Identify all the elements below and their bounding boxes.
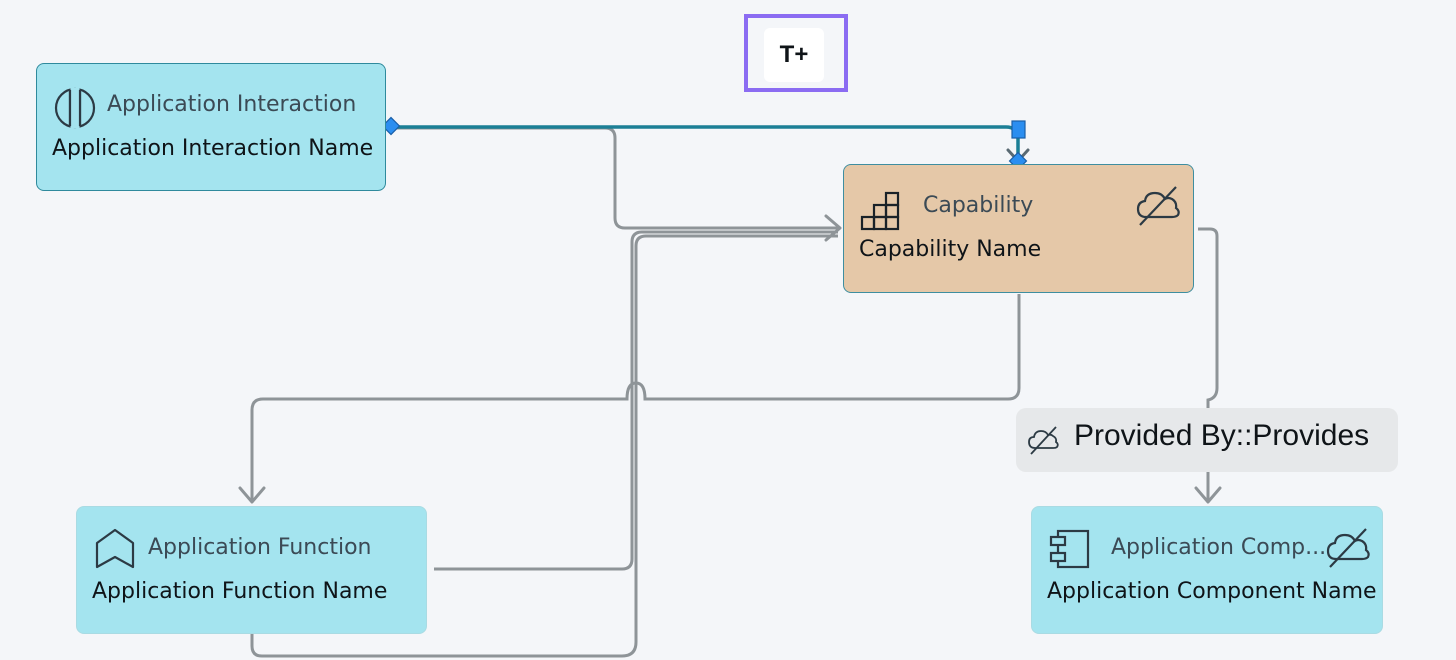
application-component-icon — [1048, 527, 1094, 575]
text-plus-tool[interactable]: T+ — [744, 14, 848, 92]
node-name[interactable]: Application Component Name — [1047, 579, 1377, 604]
capability-icon — [860, 187, 906, 235]
edge-capability-to-function[interactable] — [250, 294, 1021, 500]
cloud-off-icon[interactable] — [1324, 525, 1372, 573]
relationship-label[interactable]: Provided By::Provides — [1016, 408, 1398, 472]
node-type-label: Application Function — [148, 535, 372, 560]
edge-function-bottom-loop[interactable] — [250, 234, 838, 658]
application-function-icon — [93, 527, 139, 575]
edge-function-to-capability[interactable] — [434, 230, 838, 571]
node-capability[interactable]: Capability Capability Name — [843, 164, 1194, 293]
node-type-label: Application Comp... — [1111, 535, 1327, 560]
edge-midpoint-handle[interactable] — [1011, 120, 1026, 139]
node-type-label: Application Interaction — [107, 92, 357, 117]
relationship-label-text: Provided By::Provides — [1074, 419, 1370, 452]
edge-arrowhead — [1194, 486, 1222, 504]
selected-edge[interactable] — [392, 125, 1020, 162]
cloud-off-icon — [1026, 424, 1060, 460]
cloud-off-icon[interactable] — [1134, 183, 1182, 231]
edge-interaction-to-capability[interactable] — [392, 126, 838, 230]
node-application-interaction[interactable]: Application Interaction Application Inte… — [36, 63, 386, 191]
node-name[interactable]: Capability Name — [859, 237, 1042, 262]
node-name[interactable]: Application Function Name — [92, 579, 388, 604]
node-application-component[interactable]: Application Comp... Application Componen… — [1031, 506, 1383, 634]
edge-capability-to-component[interactable] — [1198, 227, 1219, 500]
node-type-label: Capability — [923, 193, 1034, 218]
edge-arrowhead — [238, 486, 266, 504]
edge-endpoint-handle[interactable] — [381, 116, 401, 136]
node-application-function[interactable]: Application Function Application Functio… — [76, 506, 427, 634]
text-plus-button[interactable]: T+ — [764, 28, 824, 82]
node-name[interactable]: Application Interaction Name — [52, 136, 374, 161]
application-interaction-icon — [53, 86, 97, 134]
